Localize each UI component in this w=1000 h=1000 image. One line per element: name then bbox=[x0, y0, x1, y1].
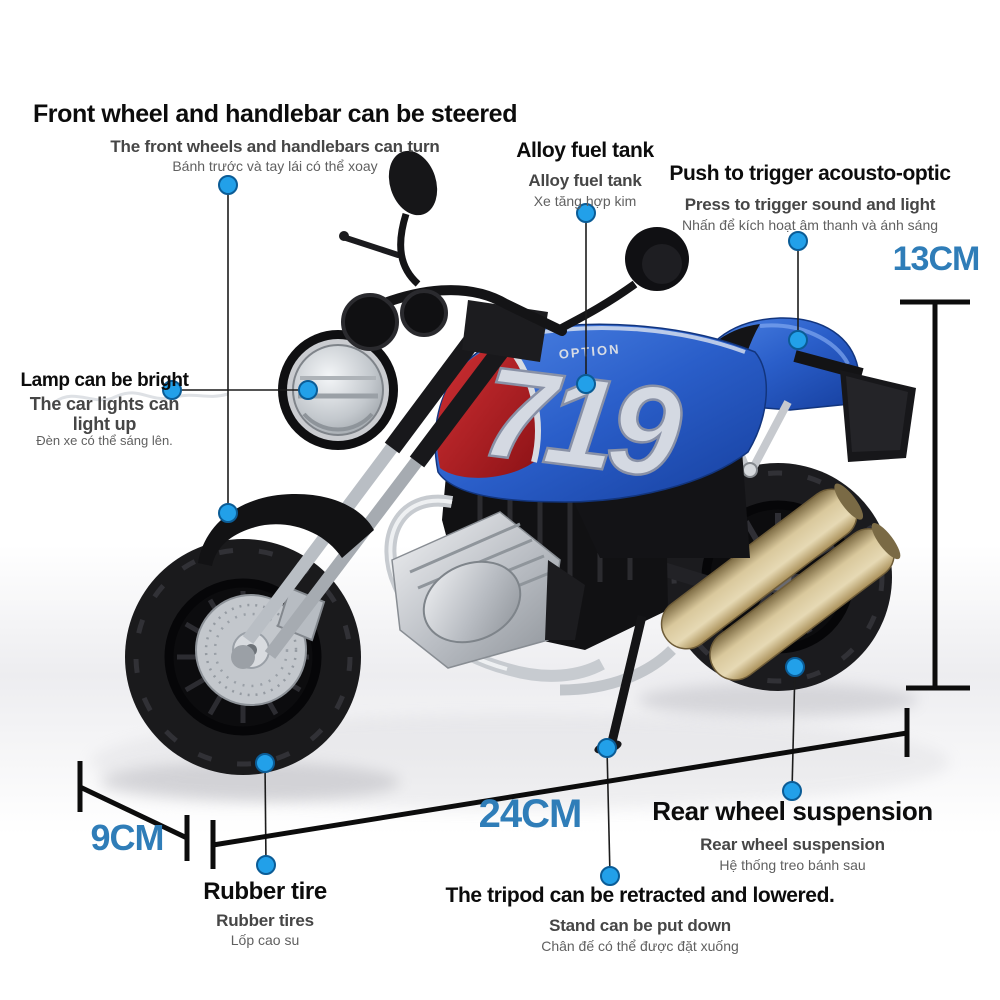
front-fender bbox=[198, 493, 374, 566]
callout-steering-subtitle: The front wheels and handlebars can turn bbox=[110, 136, 440, 156]
callout-sound-light-note: Nhấn để kích hoạt âm thanh và ánh sáng bbox=[681, 216, 939, 233]
callout-fuel-subtitle: Alloy fuel tank bbox=[528, 171, 642, 191]
length-dimension-label: 24CM bbox=[478, 792, 583, 836]
depth-line bbox=[78, 784, 189, 841]
fuel-dot-top bbox=[576, 203, 596, 223]
steering-dot-fender bbox=[218, 503, 238, 523]
callout-rubber-note: Lốp cao su bbox=[230, 932, 300, 949]
callout-sound-light-subtitle: Press to trigger sound and light bbox=[684, 195, 936, 215]
headlight bbox=[278, 330, 398, 450]
callout-lamp-title: Lamp can be bright bbox=[20, 370, 189, 391]
right-mirror bbox=[554, 227, 689, 335]
callout-rear-suspension: Rear wheel suspension Rear wheel suspens… bbox=[635, 796, 950, 873]
callout-rubber-subtitle: Rubber tires bbox=[216, 910, 314, 930]
acousto-dot-top bbox=[788, 231, 808, 251]
callout-lamp-subtitle: The car lights can light up bbox=[29, 393, 180, 434]
tripod-dot-stand bbox=[597, 738, 617, 758]
subframe-bolt bbox=[742, 462, 758, 478]
front-wheel-shadow bbox=[100, 762, 400, 802]
left-mirror bbox=[388, 150, 438, 287]
steering-dot-top bbox=[218, 175, 238, 195]
callout-connectors bbox=[172, 185, 799, 877]
callout-rubber-title: Rubber tire bbox=[203, 878, 327, 905]
rear-susp-dot-bottom bbox=[782, 781, 802, 801]
gauge-left bbox=[341, 293, 399, 351]
rubber-dot-tire bbox=[255, 753, 275, 773]
callout-tripod: The tripod can be retracted and lowered.… bbox=[425, 884, 855, 954]
callout-tripod-subtitle: Stand can be put down bbox=[549, 916, 731, 936]
callout-steering-note: Bánh trước và tay lái có thể xoay bbox=[172, 158, 378, 175]
callout-dots bbox=[162, 175, 808, 886]
rear-wheel-shadow bbox=[638, 683, 918, 717]
brake-lever bbox=[343, 235, 401, 258]
fuel-dot-tank bbox=[576, 374, 596, 394]
fuel-tank: OPTION 719 bbox=[434, 323, 768, 507]
front-fork bbox=[231, 324, 513, 669]
callout-sound-light-title: Push to trigger acousto-optic bbox=[669, 162, 951, 185]
callout-steering-title: Front wheel and handlebar can be steered bbox=[32, 100, 518, 128]
callout-lamp-note: Đèn xe có thể sáng lên. bbox=[36, 433, 173, 449]
tail-highlight bbox=[759, 323, 850, 365]
lamp-dot-headlight bbox=[298, 380, 318, 400]
gauge-right bbox=[400, 289, 448, 337]
tripod-dot-bottom bbox=[600, 866, 620, 886]
rear-susp-line bbox=[791, 666, 796, 792]
tank-badge-text: OPTION bbox=[558, 341, 621, 361]
length-line bbox=[212, 730, 908, 848]
rear-susp-dot-tire bbox=[785, 657, 805, 677]
callout-steering: Front wheel and handlebar can be steered… bbox=[25, 100, 525, 175]
height-dimension-label: 13CM bbox=[892, 240, 981, 278]
watermark-scribble bbox=[54, 391, 229, 404]
rear-fender bbox=[793, 350, 916, 462]
callout-tripod-note: Chân đế có thể được đặt xuống bbox=[541, 937, 739, 954]
handlebar bbox=[339, 231, 567, 362]
callout-tripod-title: The tripod can be retracted and lowered. bbox=[445, 884, 835, 907]
callout-rubber-tire: Rubber tire Rubber tires Lốp cao su bbox=[160, 878, 370, 948]
callout-rear-title: Rear wheel suspension bbox=[652, 796, 933, 826]
callout-lamp: Lamp can be bright The car lights can li… bbox=[12, 370, 197, 449]
depth-dimension-label: 9CM bbox=[90, 817, 164, 858]
tank-number-text: 719 bbox=[475, 340, 688, 506]
tripod-line bbox=[606, 747, 611, 877]
callout-sound-light: Push to trigger acousto-optic Press to t… bbox=[648, 162, 972, 233]
callout-fuel-note: Xe tăng hợp kim bbox=[533, 192, 637, 209]
rubber-dot-bottom bbox=[256, 855, 276, 875]
acousto-dot-tail bbox=[788, 330, 808, 350]
lamp-dot-text bbox=[162, 380, 182, 400]
dimension-lines bbox=[77, 299, 970, 869]
callout-rear-subtitle: Rear wheel suspension bbox=[700, 834, 885, 854]
callout-rear-note: Hệ thống treo bánh sau bbox=[719, 856, 866, 873]
rubber-line bbox=[264, 762, 267, 866]
callout-fuel-tank: Alloy fuel tank Alloy fuel tank Xe tăng … bbox=[455, 139, 715, 209]
callout-fuel-title: Alloy fuel tank bbox=[516, 139, 654, 162]
